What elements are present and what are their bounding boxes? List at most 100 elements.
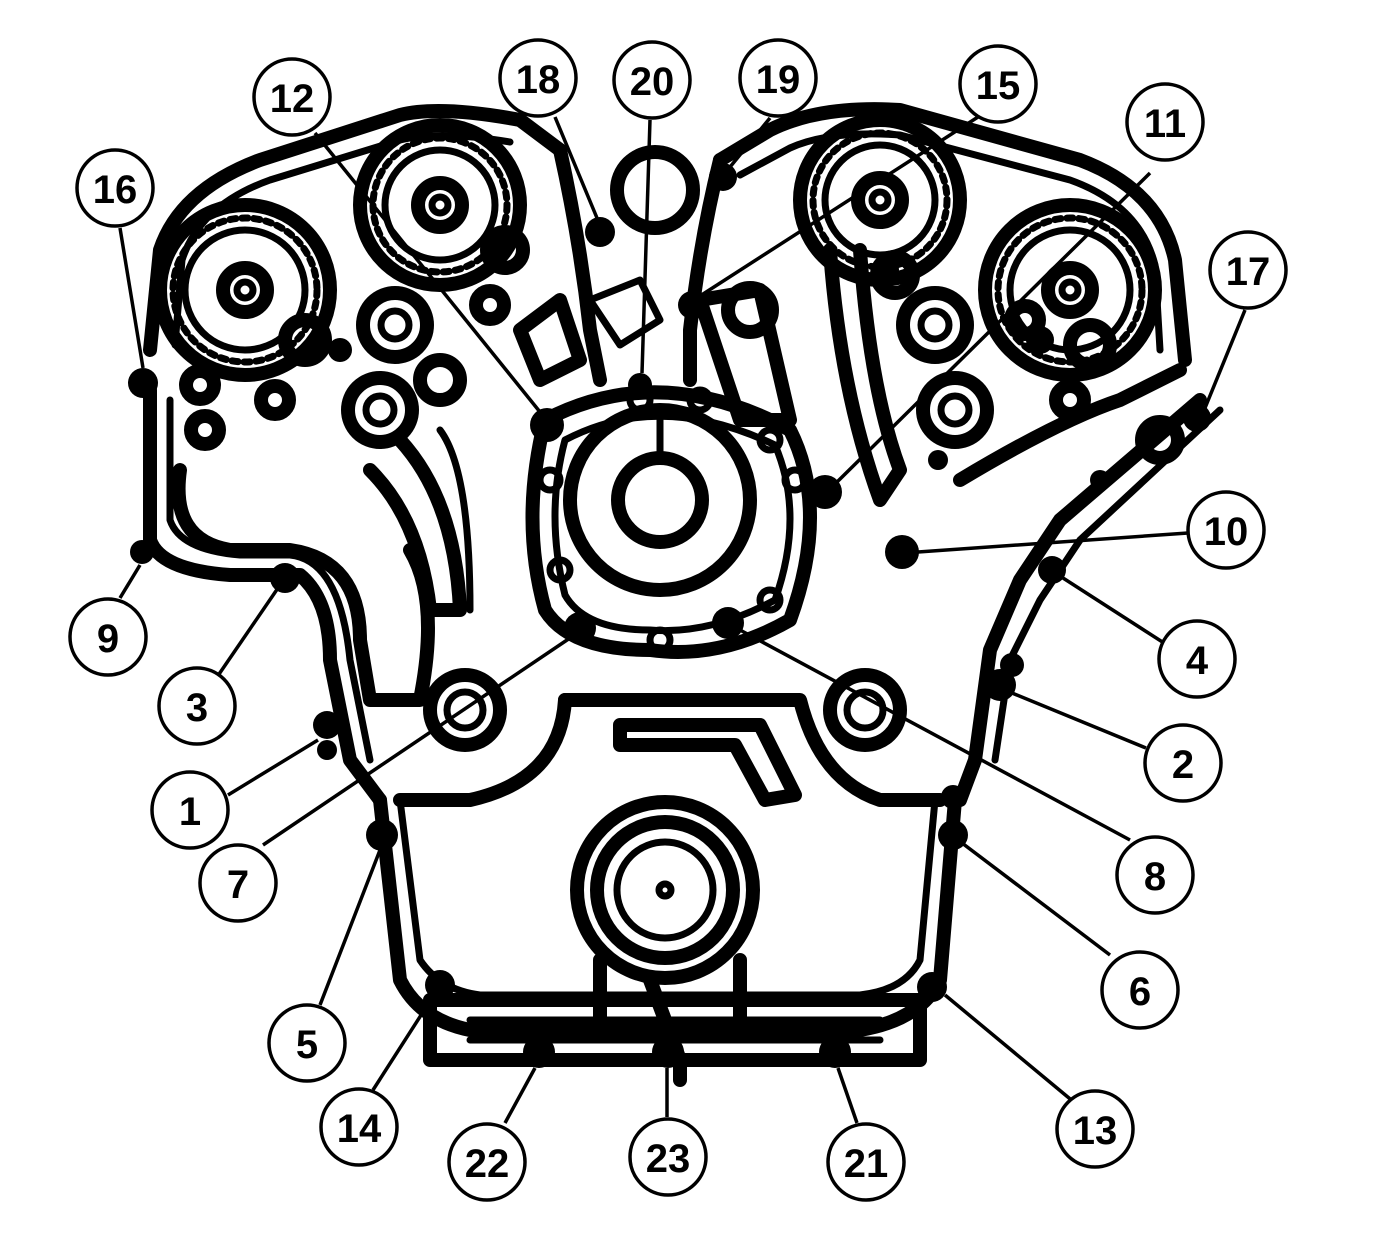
bolt-14 [425, 970, 455, 1000]
callout-17: 17 [1208, 230, 1288, 310]
center-upper-detail [586, 276, 664, 349]
left-chain-guide [363, 433, 467, 617]
bolt-6 [938, 820, 968, 850]
bolt-23 [652, 1036, 684, 1068]
svg-text:17: 17 [1226, 250, 1271, 294]
bolt-15 [678, 291, 706, 319]
svg-text:9: 9 [97, 617, 119, 661]
center-arm-right [693, 283, 797, 427]
bolt-3 [270, 563, 300, 593]
callout-19: 19 [738, 38, 818, 118]
callout-23: 23 [628, 1117, 708, 1197]
callout-12: 12 [252, 57, 332, 137]
svg-text:13: 13 [1073, 1109, 1118, 1153]
callout-18: 18 [498, 38, 578, 118]
bolt-6b [941, 785, 965, 809]
svg-text:3: 3 [186, 686, 208, 730]
left-housing-outline [143, 383, 387, 807]
svg-text:5: 5 [296, 1023, 318, 1067]
left-cam-sprocket-inner [353, 118, 527, 292]
right-tensioner-arm [953, 363, 1187, 487]
svg-text:10: 10 [1204, 510, 1249, 554]
svg-text:12: 12 [270, 77, 315, 121]
svg-text:15: 15 [976, 64, 1021, 108]
right-idler-bosses [610, 145, 1185, 465]
right-housing-outline [953, 393, 1207, 807]
leader-lines [118, 115, 1247, 1124]
bolt-19 [709, 163, 737, 191]
bolt-10 [885, 535, 919, 569]
lower-cover-slot [613, 718, 802, 807]
upper-cover-outline [143, 102, 1192, 367]
right-cam-sprocket-outer [978, 198, 1162, 382]
callout-2: 2 [1143, 723, 1223, 803]
svg-text:6: 6 [1129, 970, 1151, 1014]
center-arm-left [513, 293, 587, 387]
svg-text:21: 21 [844, 1142, 889, 1186]
bolt-22 [523, 1036, 555, 1068]
callout-21: 21 [826, 1122, 906, 1202]
svg-text:11: 11 [1144, 102, 1186, 146]
bolt-2 [984, 669, 1016, 701]
bolt-5 [366, 819, 398, 851]
right-housing-inner [991, 406, 1224, 764]
callout-11: 11 [1125, 82, 1205, 162]
svg-text:8: 8 [1144, 855, 1166, 899]
bolt-8 [712, 607, 744, 639]
callout-4: 4 [1157, 619, 1237, 699]
bolt-20 [628, 373, 652, 397]
callout-8: 8 [1115, 835, 1195, 915]
lower-bosses [423, 668, 907, 752]
svg-text:2: 2 [1172, 743, 1194, 787]
callout-7: 7 [198, 843, 278, 923]
lower-cover-upper-rim [558, 693, 947, 807]
svg-text:1: 1 [179, 790, 201, 834]
right-chain-guide [823, 243, 907, 507]
svg-text:19: 19 [756, 58, 801, 102]
callout-20: 20 [612, 40, 692, 120]
callout-16: 16 [75, 148, 155, 228]
callout-14: 14 [319, 1087, 399, 1167]
bolt-11 [808, 475, 842, 509]
callout-9: 9 [68, 597, 148, 677]
callout-15: 15 [958, 44, 1038, 124]
crank-sprocket-plate [525, 385, 817, 659]
svg-text:18: 18 [516, 58, 561, 102]
svg-text:14: 14 [337, 1107, 382, 1151]
svg-text:4: 4 [1186, 639, 1209, 683]
bolt-9 [130, 540, 154, 564]
bolt-18 [585, 217, 615, 247]
bolt-4 [1038, 556, 1066, 584]
svg-text:23: 23 [646, 1137, 691, 1181]
left-loop [171, 463, 435, 707]
bolt-1 [313, 711, 341, 739]
svg-text:20: 20 [630, 60, 675, 104]
engine-line-art [143, 102, 1224, 1087]
bolt-17 [1183, 404, 1211, 432]
svg-text:16: 16 [93, 168, 138, 212]
svg-text:22: 22 [465, 1142, 510, 1186]
bolt-13 [917, 972, 947, 1002]
left-chain-guide-outer [436, 426, 474, 614]
crankshaft-seal [570, 795, 760, 985]
bolt-2b [1000, 653, 1024, 677]
callouts: 1 2 3 4 5 6 7 8 9 10 11 12 13 14 15 16 1… [68, 38, 1288, 1202]
callout-10: 10 [1186, 490, 1266, 570]
callout-22: 22 [447, 1122, 527, 1202]
bolt-1b [317, 740, 337, 760]
bolt-12 [530, 408, 564, 442]
bolt-heads [128, 163, 1211, 1068]
lower-cover-upper-rim-left [393, 693, 572, 807]
svg-text:7: 7 [227, 863, 249, 907]
callout-13: 13 [1055, 1089, 1135, 1169]
left-cam-sprocket-outer [153, 198, 337, 382]
bolt-16 [128, 368, 158, 398]
callout-6: 6 [1100, 950, 1180, 1030]
callout-1: 1 [150, 770, 230, 850]
callout-3: 3 [157, 666, 237, 746]
callout-5: 5 [267, 1003, 347, 1083]
bolt-21 [819, 1036, 851, 1068]
bolt-7 [564, 612, 596, 644]
pan-rail [423, 993, 927, 1067]
